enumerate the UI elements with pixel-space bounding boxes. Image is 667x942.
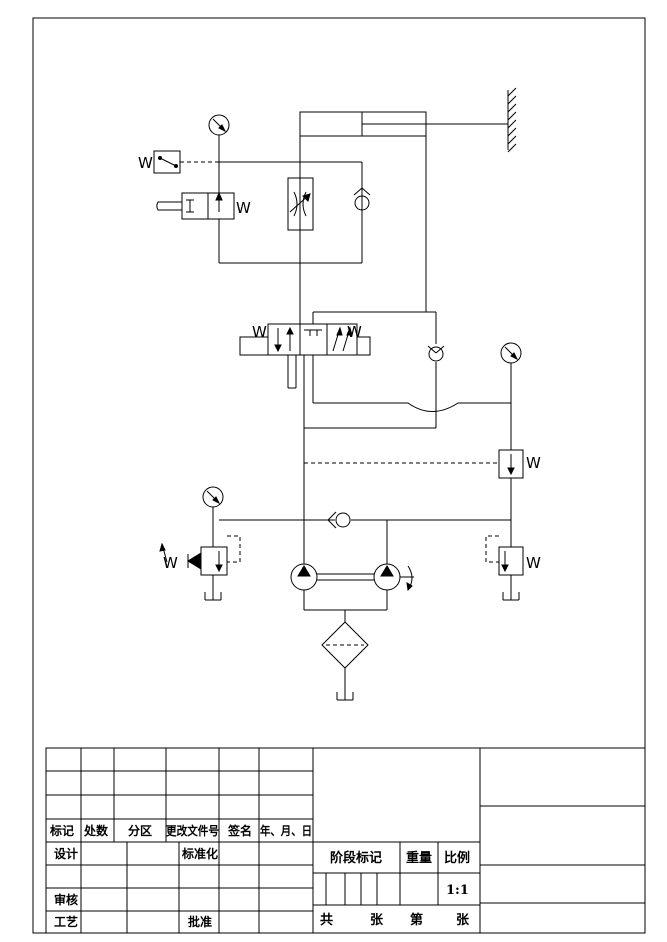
check-valve-main [327,511,351,529]
pressure-switch-spring: W [138,154,153,172]
roller-plunger [156,201,182,211]
throttle-valve [287,177,314,231]
travel-valve: W [156,192,251,263]
pump-left [290,563,318,591]
check-valve-upper [353,187,371,211]
label-mark: 标记 [49,823,74,838]
title-block: 标记 处数 分区 更改文件号 签名 年、月、日 设计 标准化 审核 工艺 批准 … [45,747,646,934]
label-weight: 重量 [406,850,432,866]
pressure-switch: W [138,150,219,174]
travel-valve-spring: W [236,199,251,217]
sequence-valve: W [304,449,541,547]
label-change-doc: 更改文件号 [166,823,219,838]
pressure-gauge-right [500,342,522,450]
sequence-valve-spring: W [526,454,541,472]
label-signature: 签名 [227,823,252,838]
dir-valve-spring-right: W [347,323,362,341]
filter [321,621,369,669]
label-stage-mark: 阶段标记 [330,850,382,866]
label-design: 设计 [54,846,78,861]
label-scale: 比例 [444,850,470,866]
relief-valve-left-spring: W [163,554,178,572]
pressure-gauge-upper [208,114,230,201]
label-sheets: 张 [370,913,384,928]
tank [336,692,354,701]
drive-motor-rotation [400,565,414,592]
label-approval: 批准 [188,914,212,929]
scale-value: 1:1 [446,883,469,898]
label-sheet-unit: 张 [456,913,470,928]
hydraulic-cylinder [299,111,508,137]
label-total: 共 [320,912,333,928]
relief-valve-right: W [485,535,541,601]
label-process: 工艺 [54,914,78,929]
check-valve-right [427,345,445,362]
pump-right [373,520,401,591]
label-review: 审核 [54,892,78,907]
directional-valve: W W [239,323,371,389]
line-403-crossover [313,402,511,412]
pressure-gauge-left [202,486,224,547]
label-zone: 分区 [128,823,152,838]
label-standardization: 标准化 [181,846,218,861]
label-count: 处数 [83,823,109,838]
drawing-border [32,17,646,934]
hydraulic-circuit: W W W [138,87,541,701]
label-date: 年、月、日 [260,823,312,838]
label-sheet-no: 第 [410,912,423,928]
dir-valve-spring-left: W [252,323,267,341]
relief-valve-right-spring: W [526,554,541,572]
relief-valve-left: W [159,535,241,601]
fixed-wall [507,87,517,153]
